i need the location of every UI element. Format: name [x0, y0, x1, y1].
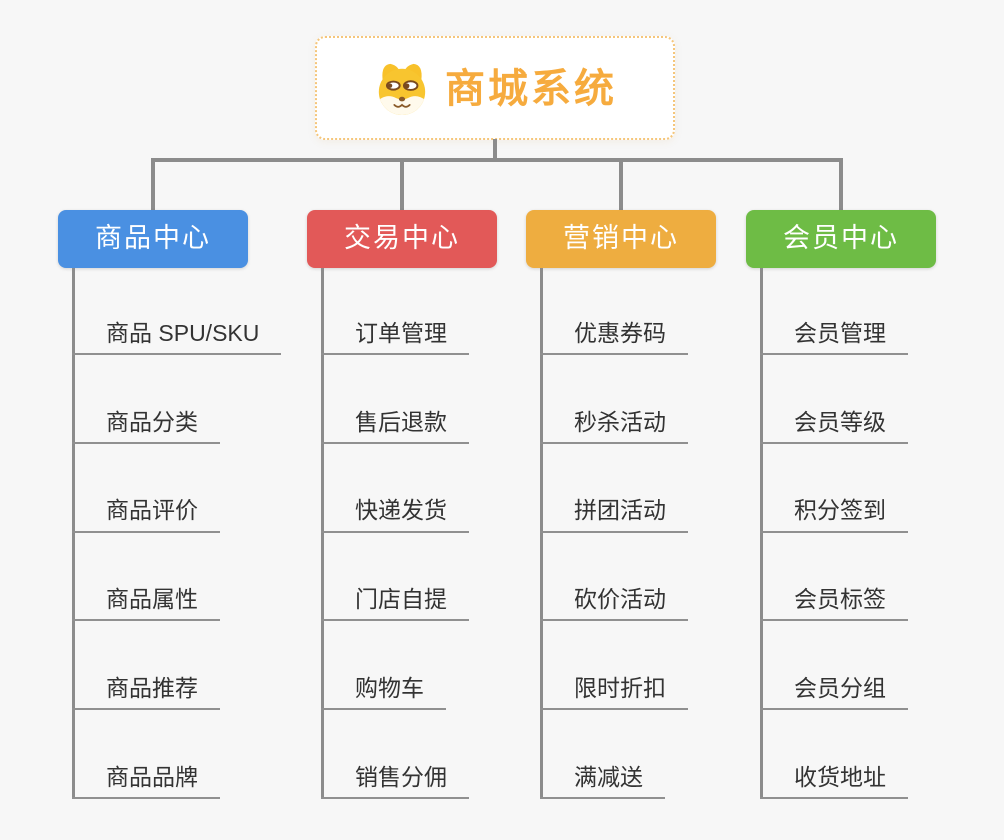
branch-node[interactable]: 交易中心: [307, 210, 497, 268]
leaf-label[interactable]: 商品评价: [72, 498, 220, 533]
leaf-label[interactable]: 拼团活动: [540, 498, 688, 533]
leaf-item: 会员标签: [746, 533, 936, 622]
leaf-label[interactable]: 会员标签: [760, 586, 908, 622]
branch: 交易中心 订单管理 售后退款 快递发货 门店自提 购物车 销售分佣: [307, 162, 497, 799]
leaf-label[interactable]: 购物车: [321, 675, 446, 711]
leaf-label[interactable]: 砍价活动: [540, 586, 688, 622]
leaf-label[interactable]: 限时折扣: [540, 675, 688, 711]
leaf-label[interactable]: 销售分佣: [321, 764, 469, 799]
leaf-item: 满减送: [526, 710, 716, 799]
branch-node[interactable]: 营销中心: [526, 210, 716, 268]
leaf-label[interactable]: 商品推荐: [72, 675, 220, 711]
leaf-item: 收货地址: [746, 710, 936, 799]
leaf-item: 商品属性: [58, 533, 248, 622]
leaf-label[interactable]: 收货地址: [760, 764, 908, 799]
connector-drop-line: [619, 162, 623, 210]
leaf-label[interactable]: 门店自提: [321, 586, 469, 622]
leaf-label[interactable]: 订单管理: [321, 320, 469, 355]
leaf-label[interactable]: 会员分组: [760, 675, 908, 711]
leaf-item: 优惠券码: [526, 268, 716, 355]
leaf-item: 购物车: [307, 621, 497, 711]
leaf-item: 砍价活动: [526, 533, 716, 622]
leaf-item: 拼团活动: [526, 444, 716, 533]
branch: 商品中心 商品 SPU/SKU 商品分类 商品评价 商品属性 商品推荐 商品品牌: [58, 162, 282, 799]
branch-label: 交易中心: [344, 222, 460, 253]
leaf-label[interactable]: 售后退款: [321, 409, 469, 444]
leaf-item: 积分签到: [746, 444, 936, 533]
branch-label: 商品中心: [95, 222, 211, 253]
branch-items: 优惠券码 秒杀活动 拼团活动 砍价活动 限时折扣 满减送: [526, 268, 716, 799]
leaf-item: 商品分类: [58, 355, 248, 444]
leaf-item: 门店自提: [307, 533, 497, 622]
leaf-label[interactable]: 商品属性: [72, 586, 220, 622]
branch-node[interactable]: 会员中心: [746, 210, 936, 268]
connector-root-stub: [493, 139, 497, 162]
connector-trunk-line: [760, 268, 763, 799]
connector-trunk-line: [72, 268, 75, 799]
leaf-label[interactable]: 秒杀活动: [540, 409, 688, 444]
connector-drop-line: [839, 162, 843, 210]
leaf-label[interactable]: 积分签到: [760, 498, 908, 533]
leaf-item: 会员分组: [746, 621, 936, 711]
leaf-item: 商品评价: [58, 444, 248, 533]
connector-drop-line: [400, 162, 404, 210]
branch-items: 会员管理 会员等级 积分签到 会员标签 会员分组 收货地址: [746, 268, 936, 799]
leaf-item: 会员管理: [746, 268, 936, 355]
leaf-item: 商品 SPU/SKU: [58, 268, 282, 355]
branch-label: 会员中心: [783, 222, 899, 253]
leaf-label[interactable]: 快递发货: [321, 498, 469, 533]
leaf-label[interactable]: 满减送: [540, 764, 665, 799]
leaf-label[interactable]: 优惠券码: [540, 320, 688, 355]
leaf-label[interactable]: 商品分类: [72, 409, 220, 444]
branch: 会员中心 会员管理 会员等级 积分签到 会员标签 会员分组 收货地址: [746, 162, 936, 799]
leaf-label[interactable]: 会员等级: [760, 409, 908, 444]
dog-face-icon: [373, 60, 431, 116]
leaf-item: 商品品牌: [58, 710, 248, 799]
branch-items: 商品 SPU/SKU 商品分类 商品评价 商品属性 商品推荐 商品品牌: [58, 268, 282, 799]
connector-drop-line: [151, 162, 155, 210]
leaf-item: 订单管理: [307, 268, 497, 355]
leaf-item: 秒杀活动: [526, 355, 716, 444]
leaf-item: 售后退款: [307, 355, 497, 444]
leaf-item: 销售分佣: [307, 710, 497, 799]
connector-trunk-line: [540, 268, 543, 799]
branch-items: 订单管理 售后退款 快递发货 门店自提 购物车 销售分佣: [307, 268, 497, 799]
leaf-label[interactable]: 商品 SPU/SKU: [72, 320, 282, 355]
branch-node[interactable]: 商品中心: [58, 210, 248, 268]
leaf-label[interactable]: 会员管理: [760, 320, 908, 355]
leaf-item: 快递发货: [307, 444, 497, 533]
connector-horizontal-rail: [151, 158, 843, 162]
root-node[interactable]: 商城系统: [315, 36, 675, 140]
branch-label: 营销中心: [563, 222, 679, 253]
leaf-label[interactable]: 商品品牌: [72, 764, 220, 799]
root-title: 商城系统: [445, 67, 617, 111]
leaf-item: 限时折扣: [526, 621, 716, 711]
leaf-item: 商品推荐: [58, 621, 248, 711]
leaf-item: 会员等级: [746, 355, 936, 444]
branch: 营销中心 优惠券码 秒杀活动 拼团活动 砍价活动 限时折扣 满减送: [526, 162, 716, 799]
connector-trunk-line: [321, 268, 324, 799]
